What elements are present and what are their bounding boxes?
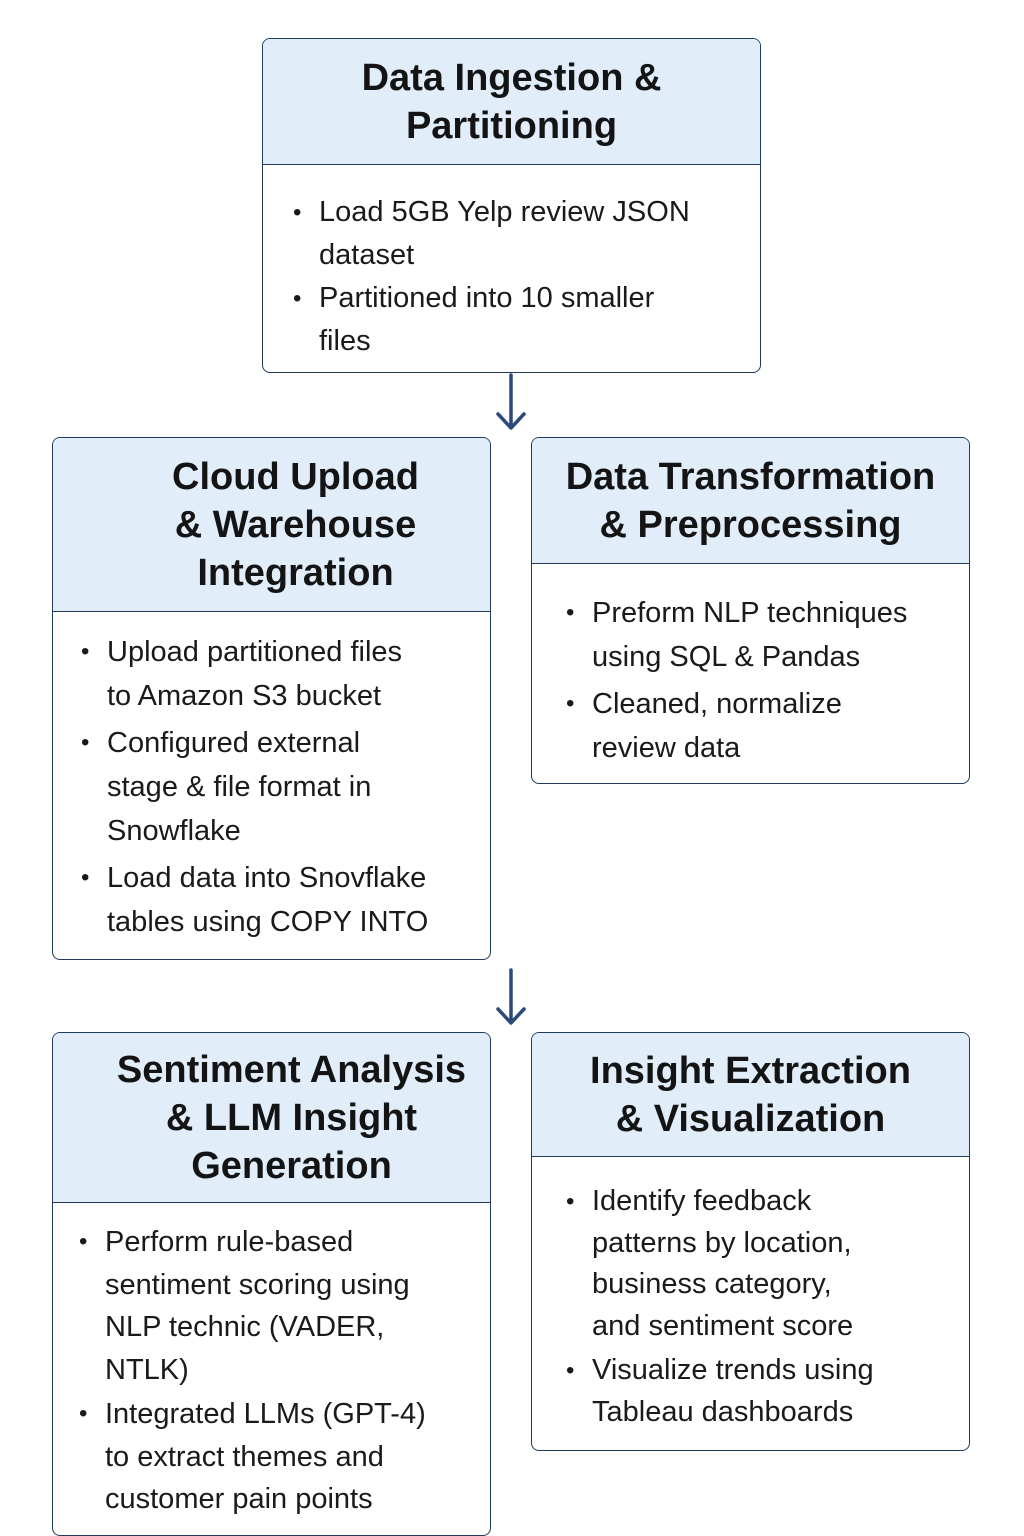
arrow-down-icon xyxy=(496,373,526,430)
cloud-upload-box: Cloud Upload & Warehouse Integration Upl… xyxy=(52,437,491,960)
transformation-box: Data Transformation & Preprocessing Pref… xyxy=(531,437,970,784)
ingestion-title: Data Ingestion & Partitioning xyxy=(361,56,662,147)
transformation-title: Data Transformation & Preprocessing xyxy=(565,455,936,546)
ingestion-bullet-list: Load 5GB Yelp review JSON dataset Partit… xyxy=(293,191,740,363)
insight-bullet: Identify feedback patterns by location, … xyxy=(566,1181,961,1347)
cloud-upload-title: Cloud Upload & Warehouse Integration xyxy=(172,455,419,594)
insight-box: Insight Extraction & Visualization Ident… xyxy=(531,1032,970,1451)
cloud-upload-bullet: Load data into Snovflake tables using CO… xyxy=(81,856,478,944)
insight-body: Identify feedback patterns by location, … xyxy=(532,1157,969,1433)
insight-title: Insight Extraction & Visualization xyxy=(590,1049,911,1140)
cloud-upload-bullet: Upload partitioned files to Amazon S3 bu… xyxy=(81,630,478,718)
sentiment-bullet: Integrated LLMs (GPT-4) to extract theme… xyxy=(79,1393,482,1521)
sentiment-header: Sentiment Analysis & LLM Insight Generat… xyxy=(53,1033,490,1203)
insight-bullet-list: Identify feedback patterns by location, … xyxy=(566,1181,961,1433)
transformation-body: Preform NLP techniques using SQL & Panda… xyxy=(532,564,969,770)
ingestion-bullet: Load 5GB Yelp review JSON dataset xyxy=(293,191,740,277)
sentiment-body: Perform rule-based sentiment scoring usi… xyxy=(53,1203,490,1521)
arrow-down-icon xyxy=(496,968,526,1025)
transformation-bullet: Cleaned, normalize review data xyxy=(566,682,961,770)
transformation-bullet: Preform NLP techniques using SQL & Panda… xyxy=(566,591,961,679)
sentiment-title: Sentiment Analysis & LLM Insight Generat… xyxy=(116,1048,467,1187)
ingestion-body: Load 5GB Yelp review JSON dataset Partit… xyxy=(263,165,760,363)
cloud-upload-body: Upload partitioned files to Amazon S3 bu… xyxy=(53,612,490,944)
ingestion-box: Data Ingestion & Partitioning Load 5GB Y… xyxy=(262,38,761,373)
sentiment-bullet-list: Perform rule-based sentiment scoring usi… xyxy=(79,1221,482,1521)
cloud-upload-bullet-list: Upload partitioned files to Amazon S3 bu… xyxy=(81,630,478,944)
cloud-upload-header: Cloud Upload & Warehouse Integration xyxy=(53,438,490,612)
insight-bullet: Visualize trends using Tableau dashboard… xyxy=(566,1350,961,1433)
transformation-header: Data Transformation & Preprocessing xyxy=(532,438,969,564)
sentiment-bullet: Perform rule-based sentiment scoring usi… xyxy=(79,1221,482,1391)
transformation-bullet-list: Preform NLP techniques using SQL & Panda… xyxy=(566,591,961,770)
insight-header: Insight Extraction & Visualization xyxy=(532,1033,969,1157)
ingestion-bullet: Partitioned into 10 smaller files xyxy=(293,277,740,363)
ingestion-header: Data Ingestion & Partitioning xyxy=(263,39,760,165)
cloud-upload-bullet: Configured external stage & file format … xyxy=(81,721,478,853)
sentiment-box: Sentiment Analysis & LLM Insight Generat… xyxy=(52,1032,491,1536)
